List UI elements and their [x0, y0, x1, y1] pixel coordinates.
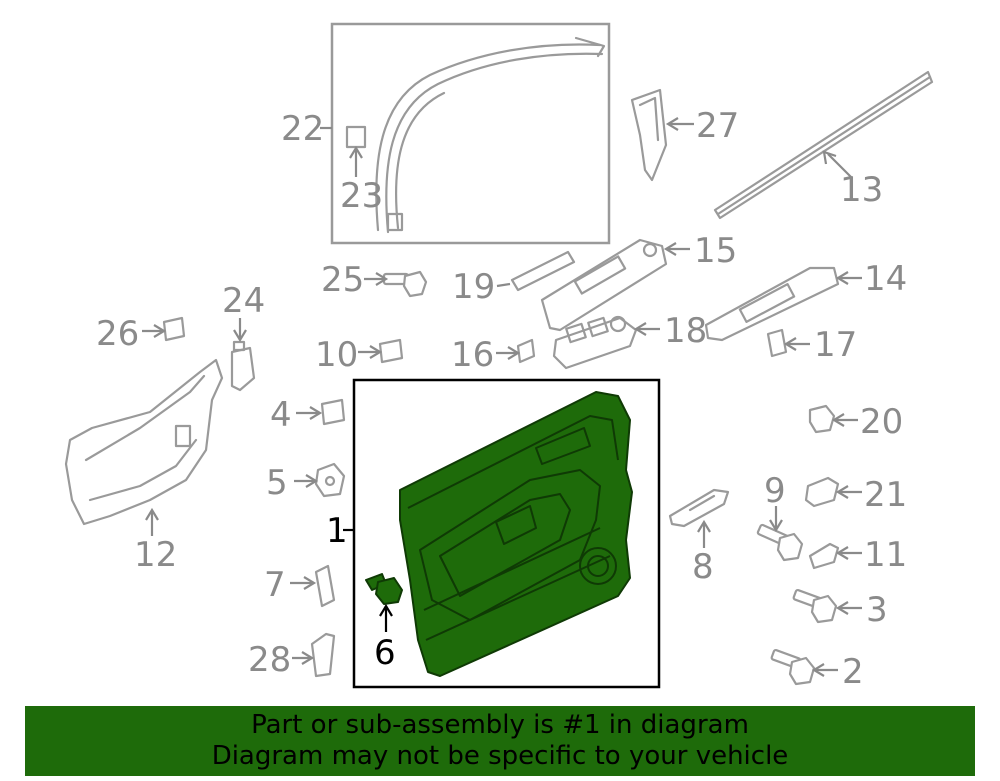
part-24-bracket: [230, 340, 256, 392]
part-15-switch-bezel: [540, 238, 668, 332]
callout-7: 7: [264, 565, 286, 605]
callout-16: 16: [451, 335, 494, 375]
part-19-strip: [510, 250, 576, 292]
part-20-clip: [808, 404, 836, 434]
callout-1: 1: [326, 511, 348, 551]
banner-line-2: Diagram may not be specific to your vehi…: [211, 741, 789, 771]
part-27-trim: [630, 88, 668, 182]
callout-25: 25: [321, 260, 364, 300]
part-2-bolt: [770, 648, 816, 686]
callout-11: 11: [864, 535, 907, 575]
part-3-bolt: [792, 588, 838, 624]
callout-10: 10: [315, 335, 358, 375]
part-28-pad: [310, 632, 336, 678]
callout-12: 12: [134, 535, 177, 575]
part-12-water-shield: [64, 358, 224, 526]
part-10-clip: [378, 338, 404, 364]
frame-22-box: [330, 22, 611, 245]
banner-line-1: Part or sub-assembly is #1 in diagram: [251, 710, 749, 740]
part-5-clip: [314, 462, 346, 498]
part-4-clip: [320, 398, 346, 426]
part-1-door-trim-panel: [399, 391, 633, 677]
part-14-armrest-bezel: [704, 266, 840, 342]
part-23-clip: [345, 125, 367, 149]
callout-24: 24: [222, 281, 265, 321]
callout-13: 13: [840, 170, 883, 210]
part-16-clip: [516, 338, 536, 364]
callout-8: 8: [692, 547, 714, 587]
part-9-bolt: [756, 523, 804, 562]
part-11-pad: [808, 542, 840, 570]
callout-20: 20: [860, 402, 903, 442]
part-25-bolt: [382, 270, 428, 298]
part-17-clip: [766, 328, 788, 358]
callout-17: 17: [814, 325, 857, 365]
callout-4: 4: [270, 395, 292, 435]
part-8-door-handle: [668, 488, 730, 528]
callout-27: 27: [696, 106, 739, 146]
callout-23: 23: [340, 176, 383, 216]
callout-21: 21: [864, 475, 907, 515]
callout-26: 26: [96, 314, 139, 354]
part-18-window-switch: [552, 315, 638, 370]
part-13-belt-moulding: [713, 70, 934, 220]
part-7-bracket: [314, 564, 336, 608]
callout-5: 5: [266, 463, 288, 503]
part-26-clip: [162, 316, 186, 342]
notice-banner: Part or sub-assembly is #1 in diagram Di…: [25, 706, 975, 776]
callout-28: 28: [248, 640, 291, 680]
callout-22: 22: [281, 109, 324, 149]
part-21-clip: [804, 476, 840, 508]
part-1-box: [352, 378, 661, 689]
callout-18: 18: [664, 311, 707, 351]
callout-19: 19: [452, 267, 495, 307]
callout-6: 6: [374, 633, 396, 673]
callout-14: 14: [864, 259, 907, 299]
callout-3: 3: [866, 590, 888, 630]
part-6-push-pin: [365, 573, 403, 605]
callout-15: 15: [694, 231, 737, 271]
callout-2: 2: [842, 652, 864, 692]
part-22-window-frame: [375, 36, 606, 234]
callout-9: 9: [764, 471, 786, 511]
